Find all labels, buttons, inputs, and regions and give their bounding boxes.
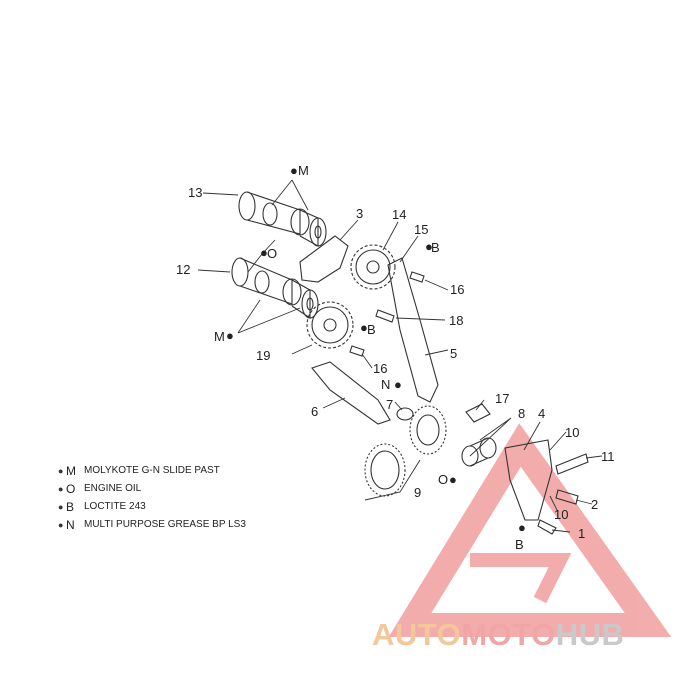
drop-icon: ● [260, 245, 268, 260]
drop-icon: ● [58, 502, 64, 512]
callout-10-lower: 10 [554, 507, 568, 522]
chain-guide [311, 361, 391, 425]
legend-row: ● B LOCTITE 243 [58, 498, 246, 516]
callout-19: 19 [256, 348, 270, 363]
drop-icon: ● [290, 163, 298, 178]
drop-icon: ● [518, 520, 526, 535]
legend-row: ● N MULTI PURPOSE GREASE BP LS3 [58, 516, 246, 534]
marker-m-lower: M [214, 329, 225, 344]
callout-8: 8 [518, 406, 525, 421]
legend-description: MULTI PURPOSE GREASE BP LS3 [84, 519, 246, 530]
marker-m-upper: M [298, 163, 309, 178]
callout-13: 13 [188, 185, 202, 200]
bolt-1 [537, 519, 557, 535]
watermark-part-auto: AUTO [372, 617, 462, 652]
callout-labels: 1 2 3 4 5 6 7 8 9 10 10 11 12 13 14 15 1… [176, 185, 615, 541]
drop-icon: ● [226, 328, 234, 343]
watermark-logo [388, 423, 672, 637]
watermark-part-moto: MOTO [461, 617, 556, 652]
bolt-18 [375, 309, 395, 323]
marker-b-lower: B [515, 537, 524, 552]
lubricant-legend: ● M MOLYKOTE G-N SLIDE PAST ● O ENGINE O… [58, 462, 246, 534]
callout-5: 5 [450, 346, 457, 361]
lubricant-markers: ● M ● O M ● ● B ● B N ● O ● ● B [214, 163, 526, 552]
legend-code: B [66, 500, 75, 514]
watermark-text: AUTOMOTOHUB [372, 617, 624, 653]
callout-6: 6 [311, 404, 318, 419]
sprocket-upper [350, 244, 396, 290]
bolt-16-lower [349, 345, 365, 357]
legend-code: O [66, 482, 76, 496]
marker-o-lower: O [438, 472, 448, 487]
callout-2: 2 [591, 497, 598, 512]
callout-1: 1 [578, 526, 585, 541]
callout-16-lower: 16 [373, 361, 387, 376]
marker-b-upper: B [431, 240, 440, 255]
chain-guide-bracket [299, 235, 349, 283]
callout-3: 3 [356, 206, 363, 221]
drop-icon: ● [449, 472, 457, 487]
callout-18: 18 [449, 313, 463, 328]
camshaft-upper [238, 191, 327, 247]
drop-icon: ● [58, 520, 64, 530]
legend-row: ● M MOLYKOTE G-N SLIDE PAST [58, 462, 246, 480]
callout-4: 4 [538, 406, 545, 421]
camshaft-lower [231, 257, 319, 320]
legend-code: N [66, 518, 75, 532]
callout-7: 7 [386, 397, 393, 412]
callout-16-upper: 16 [450, 282, 464, 297]
watermark-part-hub: HUB [555, 617, 625, 652]
needle-bearing [461, 437, 497, 467]
drop-icon: ● [425, 239, 433, 254]
drop-icon: ● [394, 377, 402, 392]
legend-description: ENGINE OIL [84, 483, 142, 494]
drop-icon: ● [58, 484, 64, 494]
gear-pair [364, 405, 447, 497]
support-plate [504, 439, 553, 521]
marker-b-middle: B [367, 322, 376, 337]
callout-9: 9 [414, 485, 421, 500]
drop-icon: ● [58, 466, 64, 476]
bolt-16-upper [409, 271, 425, 283]
washer [396, 407, 414, 421]
legend-row: ● O ENGINE OIL [58, 480, 246, 498]
legend-code: M [66, 464, 76, 478]
callout-10-upper: 10 [565, 425, 579, 440]
leader-lines [197, 179, 603, 533]
bushing [465, 403, 491, 423]
marker-o-upper: O [267, 246, 277, 261]
callout-12: 12 [176, 262, 190, 277]
chain-tensioner-slider [387, 257, 439, 403]
bolt-11 [555, 453, 589, 475]
callout-11: 11 [601, 449, 615, 464]
drop-icon: ● [360, 320, 368, 335]
marker-n: N [381, 377, 390, 392]
legend-description: LOCTITE 243 [84, 501, 146, 512]
sprocket-lower [306, 301, 354, 349]
legend-description: MOLYKOTE G-N SLIDE PAST [84, 465, 220, 476]
bolt-2 [555, 489, 579, 505]
callout-17: 17 [495, 391, 509, 406]
callout-15: 15 [414, 222, 428, 237]
callout-14: 14 [392, 207, 406, 222]
